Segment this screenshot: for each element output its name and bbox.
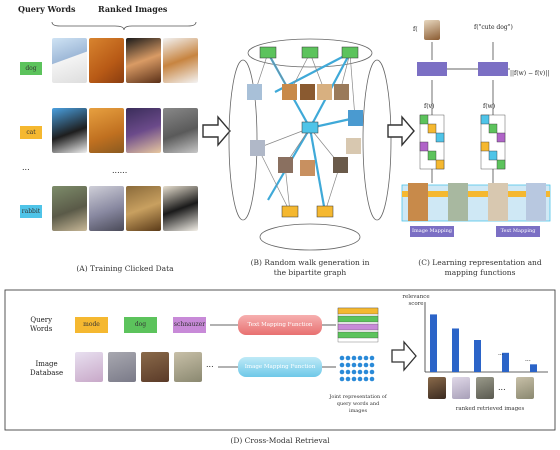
relevance-bar-1 xyxy=(430,314,437,372)
joint-repr-line2: query words and images xyxy=(336,401,380,414)
query-chip-rabbit: rabbit xyxy=(20,205,42,218)
chart-ellipsis-2: ... xyxy=(525,356,531,363)
panel-b-caption-line2: the bipartite graph xyxy=(273,268,347,277)
image-database-label: Image Database xyxy=(30,360,64,377)
db-ellipsis: ... xyxy=(206,360,214,369)
query-chip-schnauzer: schnauzer xyxy=(173,317,206,333)
image-cat-4 xyxy=(163,108,198,153)
fv-label: f(v) xyxy=(424,103,435,110)
query-words-label: Query Words xyxy=(30,316,53,333)
ranked-image-3 xyxy=(476,377,494,399)
panel-b-caption-line1: (B) Random walk generation in xyxy=(250,258,370,267)
image-cat-2 xyxy=(89,108,124,153)
panel-a-caption: (A) Training Clicked Data xyxy=(76,264,174,273)
ranked-image-1 xyxy=(428,377,446,399)
image-dog-4 xyxy=(163,38,198,83)
relevance-line1: relevance xyxy=(402,294,430,300)
joint-representation-caption: Joint representation of query words and … xyxy=(328,394,388,415)
image-rabbit-3 xyxy=(126,186,161,231)
text-mapping-function-d: Text Mapping Function xyxy=(238,315,322,335)
panel-d-caption: (D) Cross-Modal Retrieval xyxy=(230,436,330,445)
query-words-header: Query Words xyxy=(18,4,76,14)
relevance-bar-5 xyxy=(530,364,537,372)
db-image-1 xyxy=(75,352,103,382)
ranked-images-header: Ranked Images xyxy=(98,4,168,14)
chart-ellipsis-1: ... xyxy=(498,350,504,357)
image-dog-3 xyxy=(126,38,161,83)
image-cat-3 xyxy=(126,108,161,153)
query-ellipsis: ... xyxy=(22,163,30,172)
db-image-3 xyxy=(141,352,169,382)
relevance-axis-label: relevance score xyxy=(396,294,436,308)
relevance-bar-3 xyxy=(474,340,481,372)
distance-label: ||f(w) − f(v)|| xyxy=(510,70,550,77)
panel-c-input-image xyxy=(424,20,440,40)
query-chip-dog-d: dog xyxy=(124,317,157,333)
panel-c-caption-line2: mapping functions xyxy=(444,268,516,277)
panel-c-mapping-box-left xyxy=(417,62,447,76)
image-cat-1 xyxy=(52,108,87,153)
image-dog-1 xyxy=(52,38,87,83)
panel-c-mapping-box-right xyxy=(478,62,508,76)
image-mapping-function-box: Image Mapping Function xyxy=(410,226,454,245)
fw-label: f(w) xyxy=(483,103,496,110)
text-mapping-function-box: Text Mapping Function xyxy=(496,226,540,245)
query-chip-dog: dog xyxy=(20,62,42,75)
query-chip-mode: mode xyxy=(75,317,108,333)
relevance-bar-4 xyxy=(502,352,509,372)
image-ellipsis: ...... xyxy=(112,166,128,175)
image-mapping-function-d: Image Mapping Function xyxy=(238,357,322,377)
image-dog-2 xyxy=(89,38,124,83)
f-label-right: f("cute dog") xyxy=(474,24,513,31)
ranked-caption: ranked retrieved images xyxy=(455,406,525,412)
panel-c-caption-line1: (C) Learning representation and xyxy=(418,258,542,267)
image-rabbit-4 xyxy=(163,186,198,231)
image-rabbit-2 xyxy=(89,186,124,231)
panel-c-caption: (C) Learning representation and mapping … xyxy=(410,258,550,278)
joint-repr-line1: Joint representation of xyxy=(329,394,387,400)
ranked-image-4 xyxy=(516,377,534,399)
db-image-4 xyxy=(174,352,202,382)
ranked-ellipsis: ... xyxy=(498,383,506,392)
image-rabbit-1 xyxy=(52,186,87,231)
query-chip-cat: cat xyxy=(20,126,42,139)
f-label-left: f( xyxy=(413,26,418,33)
ranked-image-2 xyxy=(452,377,470,399)
relevance-bar-2 xyxy=(452,328,459,372)
panel-b-caption: (B) Random walk generation in the bipart… xyxy=(250,258,370,278)
db-image-2 xyxy=(108,352,136,382)
relevance-line2: score xyxy=(408,301,424,307)
